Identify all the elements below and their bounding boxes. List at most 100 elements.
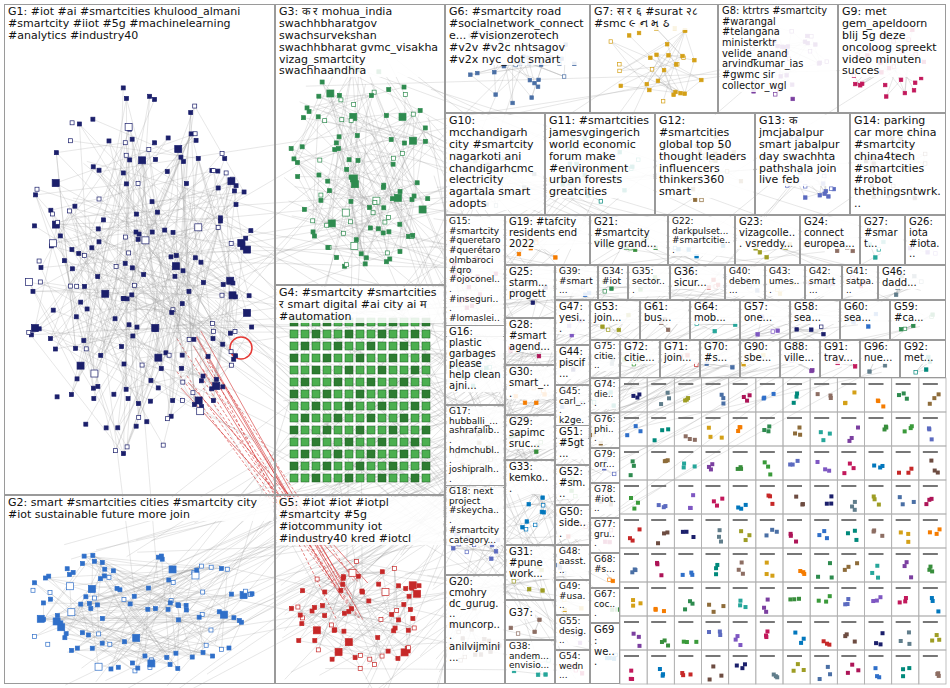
vertex: [228, 331, 232, 335]
network-edge: [685, 60, 695, 93]
network-edge: [347, 111, 421, 170]
vertex: [220, 293, 224, 297]
vertex: [116, 426, 120, 430]
network-edge: [56, 183, 137, 327]
vertex-square: [290, 354, 298, 362]
network-edge: [373, 213, 383, 233]
network-edge: [207, 285, 783, 675]
vertex: [326, 246, 330, 250]
vertex: [87, 602, 91, 606]
vertex-square: [312, 342, 320, 350]
vertex: [356, 158, 360, 162]
network-edge: [191, 134, 230, 281]
vertex-square: [290, 462, 298, 470]
network-edge: [319, 96, 426, 141]
vertex: [206, 354, 210, 358]
network-edge: [149, 150, 169, 356]
vertex: [75, 646, 79, 650]
vertex: [224, 171, 228, 175]
vertex: [66, 583, 73, 590]
vertex: [62, 259, 66, 263]
vertex: [381, 231, 385, 235]
network-edge: [232, 179, 243, 244]
network-edge: [51, 141, 109, 246]
vertex-square: [312, 426, 320, 434]
vertex: [250, 592, 254, 596]
network-edge: [198, 158, 247, 312]
vertex: [227, 646, 231, 650]
vertex: [130, 137, 134, 141]
vertex: [342, 231, 346, 235]
vertex-square: [356, 390, 364, 398]
vertex: [91, 386, 95, 390]
vertex: [123, 141, 127, 145]
network-edge: [183, 192, 244, 271]
vertex: [187, 289, 191, 293]
vertex: [84, 347, 88, 351]
vertex-square: [323, 330, 331, 338]
vertex: [59, 621, 63, 625]
vertex: [153, 327, 157, 331]
vertex: [175, 146, 182, 153]
network-edge: [81, 604, 213, 656]
network-edge: [82, 564, 170, 603]
vertex: [37, 327, 41, 331]
vertex: [225, 567, 229, 571]
vertex-square: [334, 366, 342, 374]
vertex: [243, 589, 247, 593]
vertex: [114, 264, 118, 268]
vertex: [381, 185, 385, 189]
network-edge: [652, 69, 674, 94]
vertex-square: [356, 330, 364, 338]
vertex: [122, 362, 126, 366]
vertex-square: [345, 402, 353, 410]
vertex-square: [334, 426, 342, 434]
vertex: [41, 601, 45, 605]
vertex-square: [312, 462, 320, 470]
vertex: [402, 85, 406, 89]
network-edge: [349, 594, 417, 612]
network-edge: [172, 312, 235, 331]
vertex: [77, 122, 81, 126]
vertex: [382, 206, 386, 210]
network-edge: [453, 548, 496, 551]
network-edge: [657, 55, 702, 80]
network-edge: [36, 195, 53, 214]
vertex: [232, 616, 236, 620]
vertex: [142, 273, 146, 277]
vertex-square: [356, 414, 364, 422]
vertex: [63, 636, 67, 640]
vertex: [82, 253, 86, 257]
vertex-square: [334, 342, 342, 350]
vertex: [100, 641, 104, 645]
network-edge: [35, 583, 103, 643]
network-edge: [66, 562, 102, 633]
network-edge: [376, 201, 387, 253]
network-edge: [207, 321, 575, 479]
vertex: [133, 634, 140, 641]
network-edge: [192, 569, 227, 657]
vertex: [289, 147, 293, 151]
network-edge: [315, 588, 412, 640]
vertex: [176, 667, 180, 671]
network-edge: [186, 184, 203, 283]
network-edge: [99, 170, 223, 284]
vertex: [68, 609, 75, 616]
network-edge: [35, 226, 223, 344]
network-edge: [145, 134, 191, 240]
network-edge: [294, 159, 346, 213]
network-edge: [787, 185, 828, 196]
vertex: [50, 212, 54, 216]
vertex-square: [356, 378, 364, 386]
vertex: [33, 581, 37, 585]
vertex: [199, 260, 203, 264]
vertex: [184, 182, 188, 186]
vertex: [250, 325, 254, 329]
network-edge: [93, 119, 181, 157]
vertex: [148, 94, 152, 98]
vertex: [104, 426, 108, 430]
vertex: [368, 206, 372, 210]
network-edge: [56, 183, 231, 281]
vertex-square: [334, 390, 342, 398]
vertex: [125, 123, 132, 130]
